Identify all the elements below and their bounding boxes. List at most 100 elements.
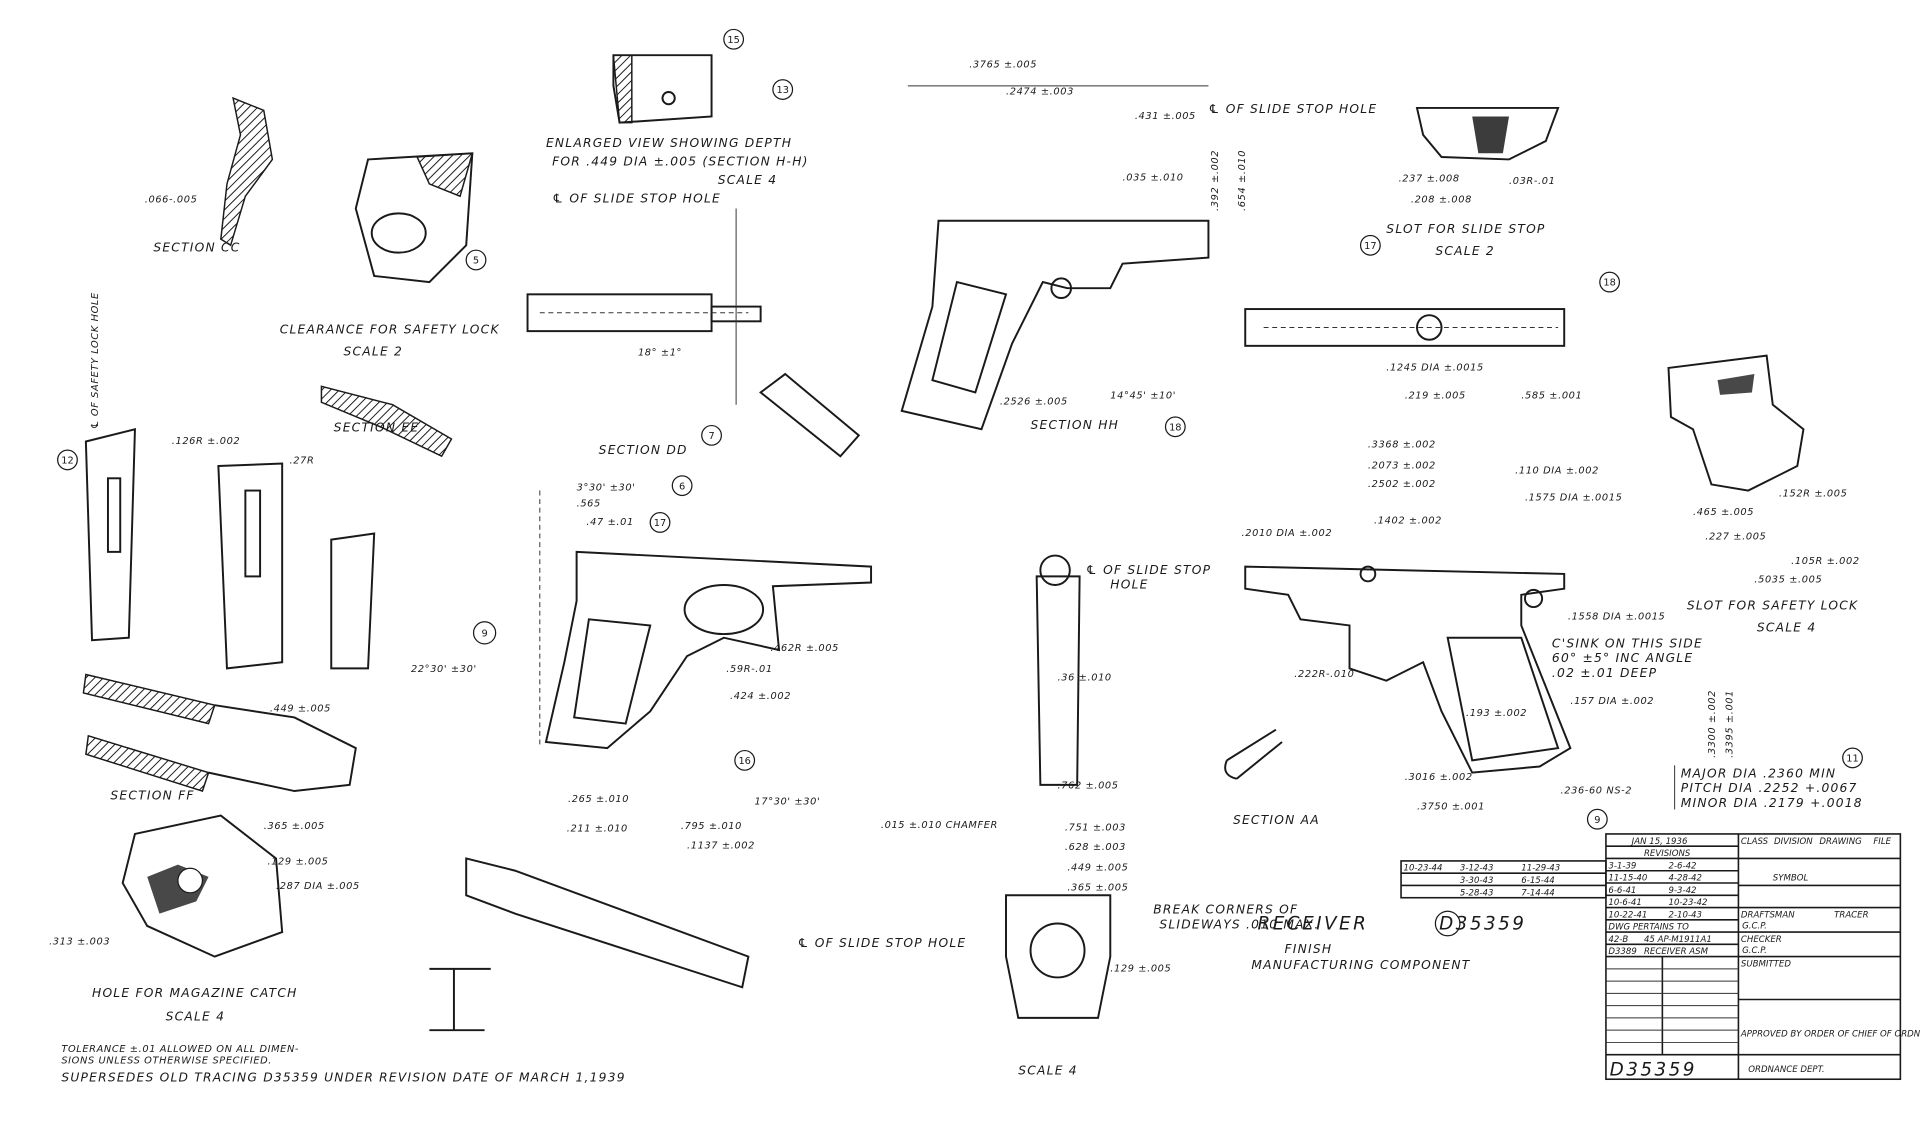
section-ee-view: SECTION EE [320, 385, 453, 458]
svg-text:SECTION HH: SECTION HH [1031, 418, 1120, 432]
svg-text:.211 ±.010: .211 ±.010 [567, 823, 628, 834]
svg-text:4-28-42: 4-28-42 [1668, 874, 1701, 884]
svg-text:D35359: D35359 [1439, 914, 1526, 935]
svg-text:.3368 ±.002: .3368 ±.002 [1368, 440, 1436, 451]
svg-text:3-1-39: 3-1-39 [1608, 861, 1636, 871]
svg-text:.3016 ±.002: .3016 ±.002 [1405, 772, 1473, 783]
section-dd-view: SECTION DD 18° ±1° [526, 208, 762, 457]
svg-text:CLASS: CLASS [1741, 837, 1769, 847]
svg-text:MANUFACTURING COMPONENT: MANUFACTURING COMPONENT [1251, 958, 1470, 972]
svg-text:SYMBOL: SYMBOL [1773, 874, 1809, 884]
magazine-catch-view: .365 ±.005 .129 ±.005 .287 DIA ±.005 .31… [49, 814, 360, 1023]
bottom-center-section: .751 ±.003 .628 ±.003 .449 ±.005 .365 ±.… [797, 822, 1318, 1077]
svg-text:SCALE 4: SCALE 4 [1018, 1063, 1078, 1077]
svg-text:.110 DIA ±.002: .110 DIA ±.002 [1515, 465, 1599, 476]
svg-text:SUPERSEDES OLD TRACING D35359: SUPERSEDES OLD TRACING D35359 UNDER REVI… [61, 1071, 625, 1085]
svg-text:45 AP-M1911A1: 45 AP-M1911A1 [1644, 935, 1712, 945]
svg-text:.222R-.010: .222R-.010 [1294, 669, 1354, 680]
svg-text:.287 DIA ±.005: .287 DIA ±.005 [276, 881, 360, 892]
svg-text:DIVISION: DIVISION [1774, 837, 1813, 847]
svg-text:.152R ±.005: .152R ±.005 [1779, 489, 1848, 500]
receiver-left-view: 3°30' ±30' .565 .47 ±.01 .462R ±.005 .59… [411, 483, 873, 852]
svg-text:18° ±1°: 18° ±1° [638, 348, 682, 359]
svg-text:9: 9 [1594, 815, 1600, 826]
svg-text:.3765 ±.005: .3765 ±.005 [969, 59, 1037, 70]
section-hh-view: .3765 ±.005 .2474 ±.003 .431 ±.005 .035 … [900, 59, 1248, 432]
svg-text:12: 12 [61, 456, 73, 467]
svg-text:.219 ±.005: .219 ±.005 [1405, 391, 1466, 402]
top-view-receiver: .1245 DIA ±.0015 .219 ±.005 .585 ±.001 [1244, 308, 1582, 402]
enlarged-view: ENLARGED VIEW SHOWING DEPTH FOR .449 DIA… [546, 54, 809, 205]
svg-text:SCALE 4: SCALE 4 [1757, 621, 1817, 635]
svg-text:.3395 ±.001: .3395 ±.001 [1724, 690, 1735, 758]
svg-text:.449 ±.005: .449 ±.005 [1067, 863, 1128, 874]
svg-text:ENLARGED VIEW SHOWING DEPTH: ENLARGED VIEW SHOWING DEPTH [546, 136, 792, 150]
svg-text:10-23-44: 10-23-44 [1404, 864, 1443, 874]
svg-text:.193 ±.002: .193 ±.002 [1466, 708, 1527, 719]
svg-text:.2474 ±.003: .2474 ±.003 [1006, 86, 1074, 97]
svg-text:.129 ±.005: .129 ±.005 [267, 857, 328, 868]
section-aa-part [1224, 728, 1283, 780]
svg-text:D35359: D35359 [1610, 1060, 1697, 1081]
svg-text:JAN 15, 1936: JAN 15, 1936 [1630, 837, 1688, 847]
svg-text:.654 ±.010: .654 ±.010 [1237, 150, 1248, 211]
svg-text:17°30' ±30': 17°30' ±30' [755, 797, 821, 808]
svg-text:60° ±5° INC ANGLE: 60° ±5° INC ANGLE [1552, 651, 1693, 665]
svg-text:15: 15 [727, 35, 739, 46]
svg-text:42-B: 42-B [1608, 935, 1628, 945]
svg-text:.035 ±.010: .035 ±.010 [1123, 172, 1184, 183]
svg-text:MAJOR DIA .2360 MIN: MAJOR DIA .2360 MIN [1681, 767, 1837, 781]
svg-text:16: 16 [738, 756, 750, 767]
drawing-notes: TOLERANCE ±.01 ALLOWED ON ALL DIMEN- SIO… [61, 1044, 625, 1085]
svg-text:SCALE 4: SCALE 4 [166, 1009, 226, 1023]
svg-text:.02 ±.01 DEEP: .02 ±.01 DEEP [1552, 666, 1657, 680]
svg-text:HOLE FOR MAGAZINE CATCH: HOLE FOR MAGAZINE CATCH [92, 986, 298, 1000]
svg-text:.1402 ±.002: .1402 ±.002 [1374, 516, 1442, 527]
svg-text:.3300 ±.002: .3300 ±.002 [1707, 690, 1718, 758]
svg-text:6-15-44: 6-15-44 [1521, 876, 1554, 886]
safety-lock-strips: ℄ OF SAFETY LOCK HOLE .126R ±.002 .27R [84, 292, 376, 670]
svg-text:CLEARANCE FOR SAFETY LOCK: CLEARANCE FOR SAFETY LOCK [280, 323, 500, 337]
svg-text:9-3-42: 9-3-42 [1668, 886, 1696, 896]
svg-text:3°30' ±30': 3°30' ±30' [577, 483, 636, 494]
svg-text:FILE: FILE [1873, 837, 1891, 847]
svg-text:DWG PERTAINS TO: DWG PERTAINS TO [1608, 923, 1689, 933]
svg-text:22°30' ±30': 22°30' ±30' [411, 664, 477, 675]
svg-text:SECTION EE: SECTION EE [334, 421, 420, 435]
part-title: RECEIVER D35359 FINISH MANUFACTURING COM… [1251, 910, 1526, 972]
svg-text:.449 ±.005: .449 ±.005 [270, 703, 331, 714]
svg-text:TRACER: TRACER [1834, 910, 1868, 920]
svg-text:DRAWING: DRAWING [1819, 837, 1862, 847]
svg-text:FOR .449 DIA ±.005 (SECTION H-: FOR .449 DIA ±.005 (SECTION H-H) [552, 155, 809, 169]
svg-text:.3750 ±.001: .3750 ±.001 [1417, 801, 1485, 812]
svg-text:7: 7 [708, 431, 714, 442]
svg-text:SECTION DD: SECTION DD [599, 443, 688, 457]
svg-text:SECTION FF: SECTION FF [110, 789, 194, 803]
svg-text:6: 6 [679, 481, 685, 492]
svg-text:SIONS UNLESS OTHERWISE SPECIFI: SIONS UNLESS OTHERWISE SPECIFIED. [61, 1055, 272, 1066]
svg-text:FINISH: FINISH [1284, 942, 1332, 956]
bottom-left-part [429, 857, 750, 1032]
callouts: 15 13 5 6 7 9 11 12 16 17 18 18 17 9 [57, 28, 1863, 830]
svg-text:17: 17 [654, 518, 666, 529]
svg-text:.47 ±.01: .47 ±.01 [586, 517, 633, 528]
svg-text:5-28-43: 5-28-43 [1460, 888, 1493, 898]
svg-text:.1137 ±.002: .1137 ±.002 [687, 841, 755, 852]
svg-text:C'SINK ON THIS SIDE: C'SINK ON THIS SIDE [1552, 637, 1703, 651]
svg-text:ORDNANCE DEPT.: ORDNANCE DEPT. [1748, 1065, 1824, 1075]
svg-text:3-30-43: 3-30-43 [1460, 876, 1493, 886]
svg-text:.157 DIA ±.002: .157 DIA ±.002 [1570, 696, 1654, 707]
svg-text:.237 ±.008: .237 ±.008 [1399, 174, 1460, 185]
svg-text:TOLERANCE ±.01 ALLOWED ON ALL: TOLERANCE ±.01 ALLOWED ON ALL DIMEN- [61, 1044, 299, 1055]
svg-text:10-22-41: 10-22-41 [1608, 910, 1647, 920]
section-ff-view: .449 ±.005 SECTION FF [82, 673, 357, 803]
svg-text:18: 18 [1603, 278, 1615, 289]
svg-text:℄ OF SLIDE STOP: ℄ OF SLIDE STOP [1086, 563, 1211, 577]
chamfer-note: .015 ±.010 CHAMFER [881, 820, 998, 831]
svg-text:.795 ±.010: .795 ±.010 [681, 821, 742, 832]
svg-text:.585 ±.001: .585 ±.001 [1521, 391, 1582, 402]
svg-text:13: 13 [776, 85, 788, 96]
svg-text:11: 11 [1846, 754, 1858, 765]
svg-text:APPROVED BY ORDER OF CHIEF OF: APPROVED BY ORDER OF CHIEF OF ORDNANCE [1740, 1029, 1920, 1039]
svg-text:REVISIONS: REVISIONS [1644, 849, 1691, 859]
